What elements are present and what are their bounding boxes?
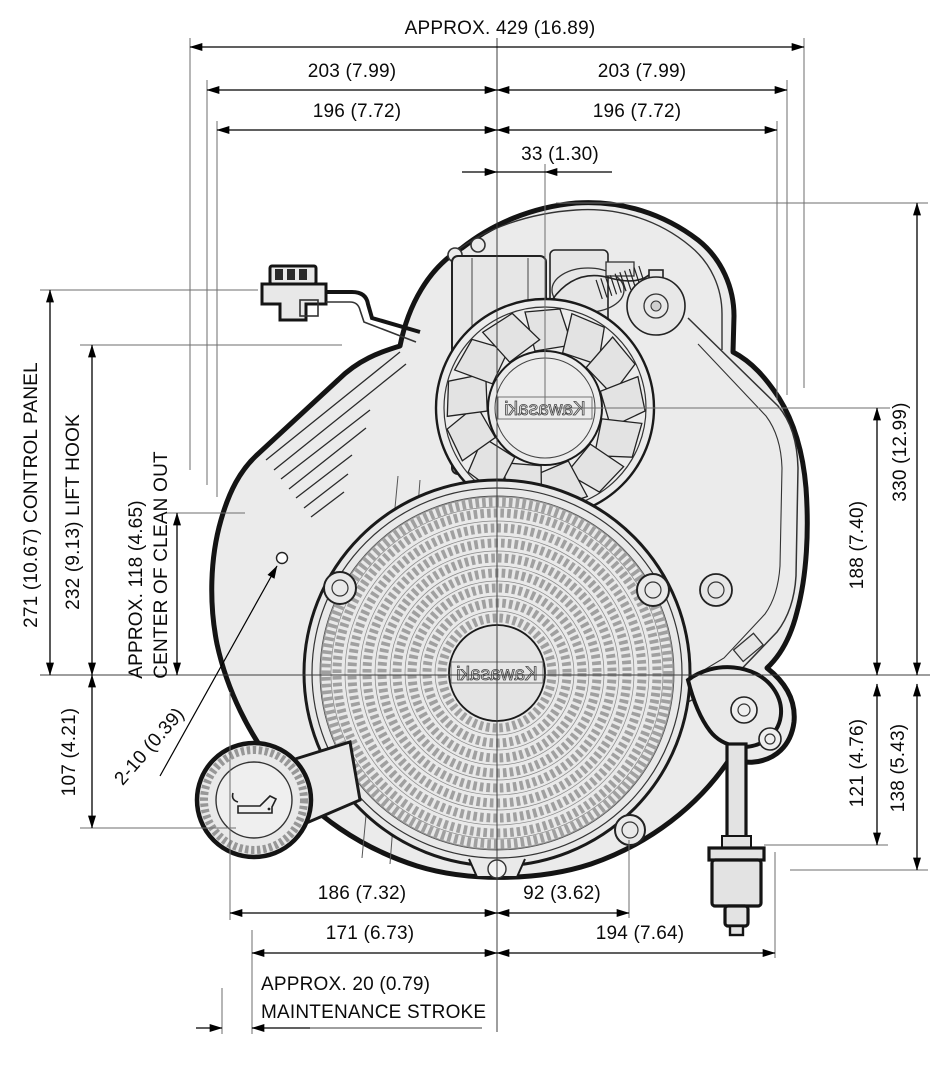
- air-cleaner-cover: [454, 208, 723, 350]
- dim-label-194: 194 (7.64): [595, 923, 685, 945]
- cover-bump: [470, 237, 486, 253]
- dim-label-control-panel: 271 (10.67) CONTROL PANEL: [21, 362, 43, 628]
- dim-label-203-left: 203 (7.99): [307, 61, 397, 83]
- extension-lines: [40, 38, 928, 1034]
- dim-label-330: 330 (12.99): [890, 402, 912, 502]
- dim-label-fan-offset: 33 (1.30): [521, 144, 599, 166]
- oil-filler-cap: [194, 740, 314, 860]
- dim-label-138: 138 (5.43): [888, 723, 910, 813]
- dim-label-lift-hook: 232 (9.13) LIFT HOOK: [63, 414, 85, 610]
- dim-label-171: 171 (6.73): [325, 923, 415, 945]
- dim-label-196-right: 196 (7.72): [592, 101, 682, 123]
- control-panel-connector: [260, 264, 421, 343]
- bracket-bolt-inner: [764, 733, 776, 745]
- dim-label-196-left: 196 (7.72): [312, 101, 402, 123]
- oil-can-icon: [231, 792, 278, 814]
- fuel-shutoff-valve: [707, 742, 766, 937]
- mounting-hole: [275, 551, 289, 565]
- bracket-bolt: [758, 727, 782, 751]
- maintenance-line2: MAINTENANCE STROKE: [261, 1002, 487, 1023]
- bracket-hole: [730, 696, 758, 724]
- shroud-boss-hole: [707, 581, 725, 599]
- dim-label-186: 186 (7.32): [317, 883, 407, 905]
- kawasaki-logo-fan: Kawasaki: [504, 399, 585, 420]
- engine-body: Kawasaki Kawasaki: [194, 200, 810, 937]
- clean-out-line1: APPROX. 118 (4.65): [126, 500, 147, 679]
- maintenance-line1: APPROX. 20 (0.79): [261, 974, 431, 995]
- dimension-lines: [46, 43, 921, 1032]
- hole-leader-line: [159, 565, 278, 777]
- clean-out-line2: CENTER OF CLEAN OUT: [151, 451, 172, 679]
- dim-label-maintenance-stroke: APPROX. 20 (0.79) MAINTENANCE STROKE: [261, 971, 486, 1027]
- crankshaft-pulley: [626, 269, 686, 336]
- dim-label-107: 107 (4.21): [59, 707, 81, 797]
- cylinder-fins: [265, 351, 407, 518]
- dim-label-overall-width: APPROX. 429 (16.89): [404, 18, 596, 40]
- bracket-hole-inner: [737, 703, 751, 717]
- dim-label-121: 121 (4.76): [847, 718, 869, 808]
- right-shroud-panel: [687, 317, 799, 703]
- dim-label-clean-out: APPROX. 118 (4.65) CENTER OF CLEAN OUT: [124, 451, 174, 679]
- shroud-boss: [699, 573, 733, 607]
- dim-label-203-right: 203 (7.99): [597, 61, 687, 83]
- dim-label-188: 188 (7.40): [847, 500, 869, 590]
- mount-bosses: [323, 571, 670, 846]
- dim-label-92: 92 (3.62): [523, 883, 601, 905]
